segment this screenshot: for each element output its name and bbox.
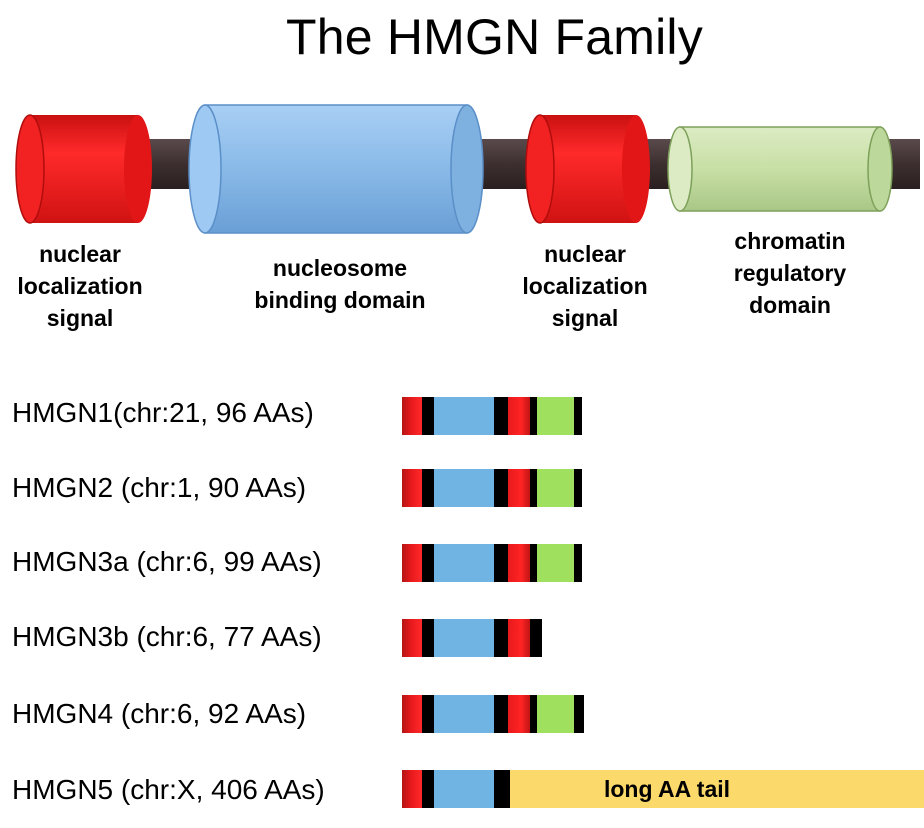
bar-seg-linker [422, 469, 434, 507]
bar-seg-linker [494, 770, 510, 808]
bar-seg-nls [402, 544, 422, 582]
label-line: nuclear [39, 241, 121, 267]
nucleosome-binding-cylinder [188, 104, 484, 234]
bar-seg-nucleosome-binding [434, 469, 494, 507]
bar-seg-nucleosome-binding [434, 397, 494, 435]
bar-seg-linker [574, 695, 584, 733]
protein-label-hmgn1: HMGN1(chr:21, 96 AAs) [12, 397, 314, 428]
bar-seg-linker [422, 695, 434, 733]
bar-seg-chromatin-regulatory [537, 469, 574, 507]
bar-seg-chromatin-regulatory [537, 695, 574, 733]
bar-seg-linker [422, 397, 434, 435]
bar-seg-linker [574, 469, 582, 507]
bar-seg-nls [508, 619, 530, 657]
bar-seg-linker [574, 397, 582, 435]
protein-bar-hmgn1 [402, 397, 582, 435]
protein-label-hmgn4: HMGN4 (chr:6, 92 AAs) [12, 698, 307, 729]
protein-label-hmgn3b: HMGN3b (chr:6, 77 AAs) [12, 621, 322, 652]
bar-seg-nucleosome-binding [434, 544, 494, 582]
bar-seg-nls [402, 770, 422, 808]
protein-label-hmgn3a: HMGN3a (chr:6, 99 AAs) [12, 546, 322, 577]
bar-seg-linker [494, 619, 508, 657]
protein-bar-hmgn4 [402, 695, 584, 733]
bar-seg-nucleosome-binding [434, 770, 494, 808]
protein-label-hmgn2: HMGN2 (chr:1, 90 AAs) [12, 472, 307, 503]
label-line: chromatin [734, 228, 846, 254]
label-line: localization [522, 273, 648, 299]
domain-schematic [15, 104, 920, 234]
bar-seg-nls [402, 397, 422, 435]
bar-seg-nls [508, 469, 530, 507]
bar-seg-linker [422, 544, 434, 582]
bar-seg-nls [402, 695, 422, 733]
bar-seg-nucleosome-binding [434, 619, 494, 657]
bar-seg-nls [402, 619, 422, 657]
domain-label-nls-2: nuclear localization signal [505, 238, 665, 334]
protein-bar-hmgn3b [402, 619, 542, 657]
protein-label-hmgn5: HMGN5 (chr:X, 406 AAs) [12, 774, 325, 805]
bar-seg-linker [422, 770, 434, 808]
label-line: nuclear [544, 241, 626, 267]
bar-seg-long-tail [510, 770, 924, 808]
bar-seg-nls [402, 469, 422, 507]
label-line: signal [46, 305, 114, 331]
long-tail-label: long AA tail [603, 776, 731, 802]
label-line: binding domain [254, 287, 426, 313]
bar-seg-linker [494, 397, 508, 435]
protein-bar-hmgn3a [402, 544, 582, 582]
bar-seg-linker [530, 469, 537, 507]
protein-bar-hmgn2 [402, 469, 582, 507]
bar-seg-linker [574, 544, 582, 582]
label-line: domain [749, 292, 831, 318]
bar-seg-linker [530, 544, 537, 582]
bar-seg-linker [530, 695, 537, 733]
nls-1-cylinder [15, 114, 152, 224]
domain-label-nls-1: nuclear localization signal [0, 238, 160, 334]
protein-bar-hmgn5: long AA tail [402, 770, 924, 808]
bar-seg-nucleosome-binding [434, 695, 494, 733]
domain-label-nucleosome-binding: nucleosome binding domain [230, 252, 450, 316]
bar-seg-linker [494, 695, 508, 733]
bar-seg-linker [494, 544, 508, 582]
bar-seg-linker [530, 619, 542, 657]
bar-seg-linker [422, 619, 434, 657]
domain-label-chromatin-regulatory: chromatin regulatory domain [700, 225, 880, 321]
bar-seg-nls [508, 544, 530, 582]
bar-seg-chromatin-regulatory [537, 397, 574, 435]
nls-2-cylinder [525, 114, 650, 224]
bar-seg-chromatin-regulatory [537, 544, 574, 582]
bar-seg-nls [508, 695, 530, 733]
bar-seg-linker [530, 397, 537, 435]
label-line: localization [17, 273, 143, 299]
label-line: regulatory [733, 260, 847, 286]
bar-seg-nls [508, 397, 530, 435]
label-line: signal [551, 305, 619, 331]
chromatin-regulatory-cylinder [667, 126, 893, 212]
label-line: nucleosome [272, 255, 408, 281]
bar-seg-linker [494, 469, 508, 507]
figure-title: The HMGN Family [286, 9, 703, 65]
